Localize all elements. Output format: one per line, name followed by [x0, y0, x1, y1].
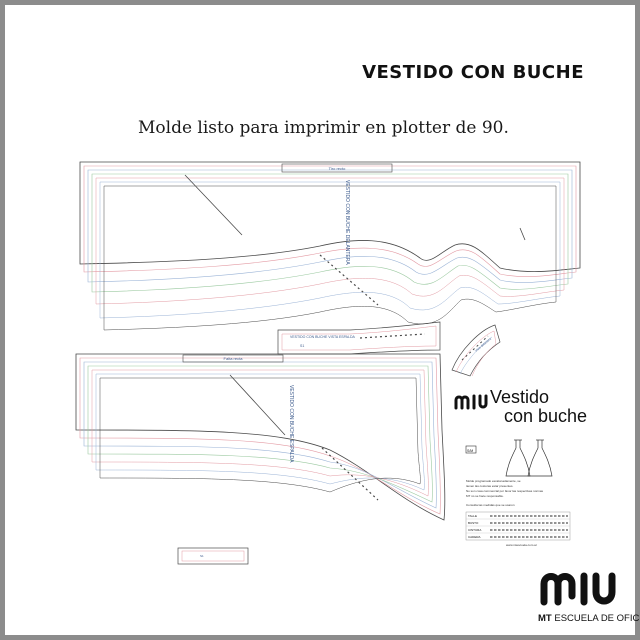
svg-text:BUSTO: BUSTO — [468, 521, 479, 525]
top-piece-label: Tiro recto — [329, 166, 347, 171]
footer-url: www.mtescuela.com.ar — [506, 543, 537, 547]
mt-logo — [536, 566, 626, 617]
mt-logo-icon — [540, 572, 616, 606]
bottom-strip-piece — [177, 547, 249, 565]
strip-size-tag: S1 — [300, 344, 304, 348]
logo-caption: MT ESCUELA DE OFICIOS — [538, 613, 640, 624]
info-brand-title: Vestido con buche — [490, 387, 588, 426]
svg-text:Consulta las medidas que se us: Consulta las medidas que se usaron — [466, 503, 515, 507]
top-piece-name: VESTIDO CON BUCHE DELANTERA — [344, 180, 350, 265]
bottom-piece-name: VESTIDO CON BUCHE ESPALDA — [288, 385, 294, 463]
svg-text:Molde programado escalonadamen: Molde programado escalonadamente, se — [466, 479, 521, 483]
svg-text:TALLE: TALLE — [468, 514, 477, 518]
bottom-piece-label: Falta recta — [224, 356, 244, 361]
middle-strip-piece — [277, 321, 441, 355]
bottom-strip-tag: S1 — [200, 554, 204, 558]
svg-text:tienen las costuras estar pres: tienen las costuras estar presentes. — [466, 484, 514, 488]
page-subtitle: Molde listo para imprimir en plotter de … — [138, 118, 509, 138]
size-box — [465, 445, 477, 454]
size-table: TALLE BUSTO CINTURA CADERA — [465, 511, 571, 541]
svg-text:CADERA: CADERA — [468, 535, 481, 539]
top-pattern-piece — [79, 161, 581, 331]
info-notes: Molde programado escalonadamente, se tie… — [466, 479, 544, 507]
info-logo-mark — [454, 394, 488, 410]
dress-sketches — [505, 439, 553, 477]
page-title: VESTIDO CON BUCHE — [362, 62, 584, 83]
svg-text:MT no se hace responsable.: MT no se hace responsable. — [466, 494, 504, 498]
small-corner-piece — [451, 324, 501, 377]
strip-piece-name: VESTIDO CON BUCHE VISTA ESPALDA — [290, 335, 355, 339]
svg-text:No son cosa commercial por fav: No son cosa commercial por favor las res… — [466, 489, 544, 493]
bottom-pattern-piece — [75, 353, 446, 521]
svg-text:CINTURA: CINTURA — [468, 528, 481, 532]
size-box-label: S/M — [467, 449, 473, 453]
